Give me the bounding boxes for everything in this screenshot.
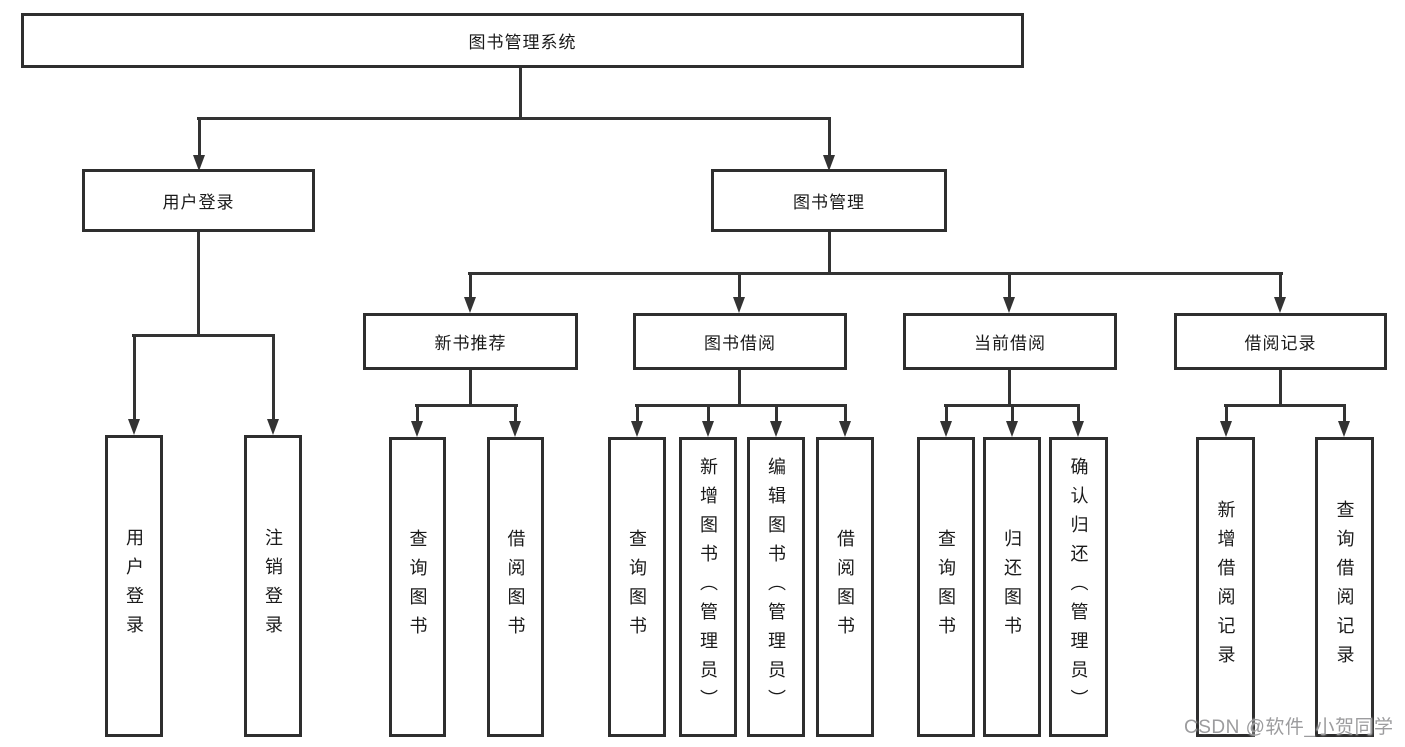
connector-cb-leaf-drop bbox=[945, 404, 948, 422]
connector-bb-branch bbox=[635, 404, 847, 407]
node-cb-query-books: 查询图书 bbox=[917, 437, 975, 737]
node-label: 图书管理 bbox=[793, 193, 865, 212]
node-br-add-borrow-record: 新增借阅记录 bbox=[1196, 437, 1255, 737]
node-bb-add-book-admin: 新增图书（管理员） bbox=[679, 437, 737, 737]
node-label: 确认归还（管理员） bbox=[1068, 456, 1089, 718]
node-book-management: 图书管理 bbox=[711, 169, 947, 232]
node-nbr-borrow-books: 借阅图书 bbox=[487, 437, 544, 737]
arrow-down-icon bbox=[702, 421, 714, 437]
arrow-down-icon bbox=[411, 421, 423, 437]
arrow-down-icon bbox=[733, 297, 745, 313]
connector-nbr-stem bbox=[469, 370, 472, 405]
connector-cb-leaf-drop bbox=[1077, 404, 1080, 422]
connector-user-login-stem bbox=[197, 232, 200, 335]
node-label: 归还图书 bbox=[1002, 529, 1022, 645]
node-library-management-system: 图书管理系统 bbox=[21, 13, 1024, 68]
connector-br-leaf-drop bbox=[1225, 404, 1228, 422]
node-current-borrowing: 当前借阅 bbox=[903, 313, 1117, 370]
connector-bb-stem bbox=[738, 370, 741, 405]
connector-br-stem bbox=[1279, 370, 1282, 405]
node-label: 查询图书 bbox=[627, 529, 647, 645]
node-br-query-borrow-record: 查询借阅记录 bbox=[1315, 437, 1374, 737]
arrow-down-icon bbox=[1006, 421, 1018, 437]
connector-nbr-branch bbox=[415, 404, 518, 407]
connector-br-branch bbox=[1224, 404, 1346, 407]
connector-root-stem bbox=[519, 68, 522, 118]
node-cb-return-books: 归还图书 bbox=[983, 437, 1041, 737]
node-label: 图书借阅 bbox=[704, 334, 776, 353]
csdn-watermark: CSDN @软件_小贺同学 bbox=[1184, 717, 1394, 738]
node-label: 借阅图书 bbox=[835, 529, 855, 645]
connector-user-login-leaf-drop bbox=[133, 334, 136, 420]
arrow-down-icon bbox=[464, 297, 476, 313]
connector-bb-leaf-drop bbox=[775, 404, 778, 422]
connector-book-mgmt-drop bbox=[828, 117, 831, 156]
connector-nbr-leaf-drop bbox=[514, 404, 517, 422]
connector-cb-drop bbox=[1008, 272, 1011, 299]
node-label: 注销登录 bbox=[263, 528, 283, 644]
connector-user-login-branch bbox=[132, 334, 275, 337]
connector-book-mgmt-stem bbox=[828, 232, 831, 274]
node-label: 查询图书 bbox=[407, 529, 428, 645]
node-label: 当前借阅 bbox=[974, 334, 1046, 353]
connector-nbr-drop bbox=[469, 272, 472, 299]
arrow-down-icon bbox=[839, 421, 851, 437]
node-user-login-group: 用户登录 bbox=[82, 169, 315, 232]
connector-br-leaf-drop bbox=[1343, 404, 1346, 422]
node-bb-query-books: 查询图书 bbox=[608, 437, 666, 737]
node-nbr-query-books: 查询图书 bbox=[389, 437, 446, 737]
node-label: 图书管理系统 bbox=[468, 33, 577, 52]
connector-nbr-leaf-drop bbox=[416, 404, 419, 422]
node-label: 新增借阅记录 bbox=[1215, 500, 1236, 674]
node-label: 新增图书（管理员） bbox=[698, 456, 718, 718]
node-label: 查询借阅记录 bbox=[1334, 500, 1355, 674]
arrow-down-icon bbox=[1220, 421, 1232, 437]
node-cb-confirm-return-admin: 确认归还（管理员） bbox=[1049, 437, 1108, 737]
arrow-down-icon bbox=[267, 419, 279, 435]
connector-cb-leaf-drop bbox=[1011, 404, 1014, 422]
node-label: 用户登录 bbox=[124, 528, 144, 644]
node-label: 查询图书 bbox=[936, 529, 956, 645]
arrow-down-icon bbox=[1338, 421, 1350, 437]
arrow-down-icon bbox=[1072, 421, 1084, 437]
connector-level3-branch bbox=[468, 272, 1283, 275]
connector-bb-leaf-drop bbox=[707, 404, 710, 422]
arrow-down-icon bbox=[509, 421, 521, 437]
arrow-down-icon bbox=[1003, 297, 1015, 313]
node-label: 新书推荐 bbox=[434, 334, 507, 353]
connector-level1-branch bbox=[197, 117, 831, 120]
arrow-down-icon bbox=[823, 155, 835, 171]
node-label: 借阅图书 bbox=[505, 529, 526, 645]
node-label: 借阅记录 bbox=[1244, 334, 1317, 353]
node-user-login-leaf: 用户登录 bbox=[105, 435, 163, 737]
connector-bb-leaf-drop bbox=[844, 404, 847, 422]
arrow-down-icon bbox=[128, 419, 140, 435]
connector-bb-drop bbox=[738, 272, 741, 299]
arrow-down-icon bbox=[770, 421, 782, 437]
arrow-down-icon bbox=[1274, 297, 1286, 313]
connector-user-login-drop bbox=[198, 117, 201, 156]
node-bb-borrow-books: 借阅图书 bbox=[816, 437, 874, 737]
node-logout: 注销登录 bbox=[244, 435, 302, 737]
node-label: 编辑图书（管理员） bbox=[766, 456, 786, 718]
connector-br-drop bbox=[1279, 272, 1282, 299]
node-borrowing-records: 借阅记录 bbox=[1174, 313, 1387, 370]
arrow-down-icon bbox=[631, 421, 643, 437]
node-label: 用户登录 bbox=[162, 193, 235, 212]
connector-logout-drop bbox=[272, 334, 275, 420]
node-bb-edit-book-admin: 编辑图书（管理员） bbox=[747, 437, 805, 737]
node-book-borrowing: 图书借阅 bbox=[633, 313, 847, 370]
connector-bb-leaf-drop bbox=[636, 404, 639, 422]
arrow-down-icon bbox=[193, 155, 205, 171]
node-new-book-recommendation: 新书推荐 bbox=[363, 313, 578, 370]
arrow-down-icon bbox=[940, 421, 952, 437]
connector-cb-stem bbox=[1008, 370, 1011, 405]
